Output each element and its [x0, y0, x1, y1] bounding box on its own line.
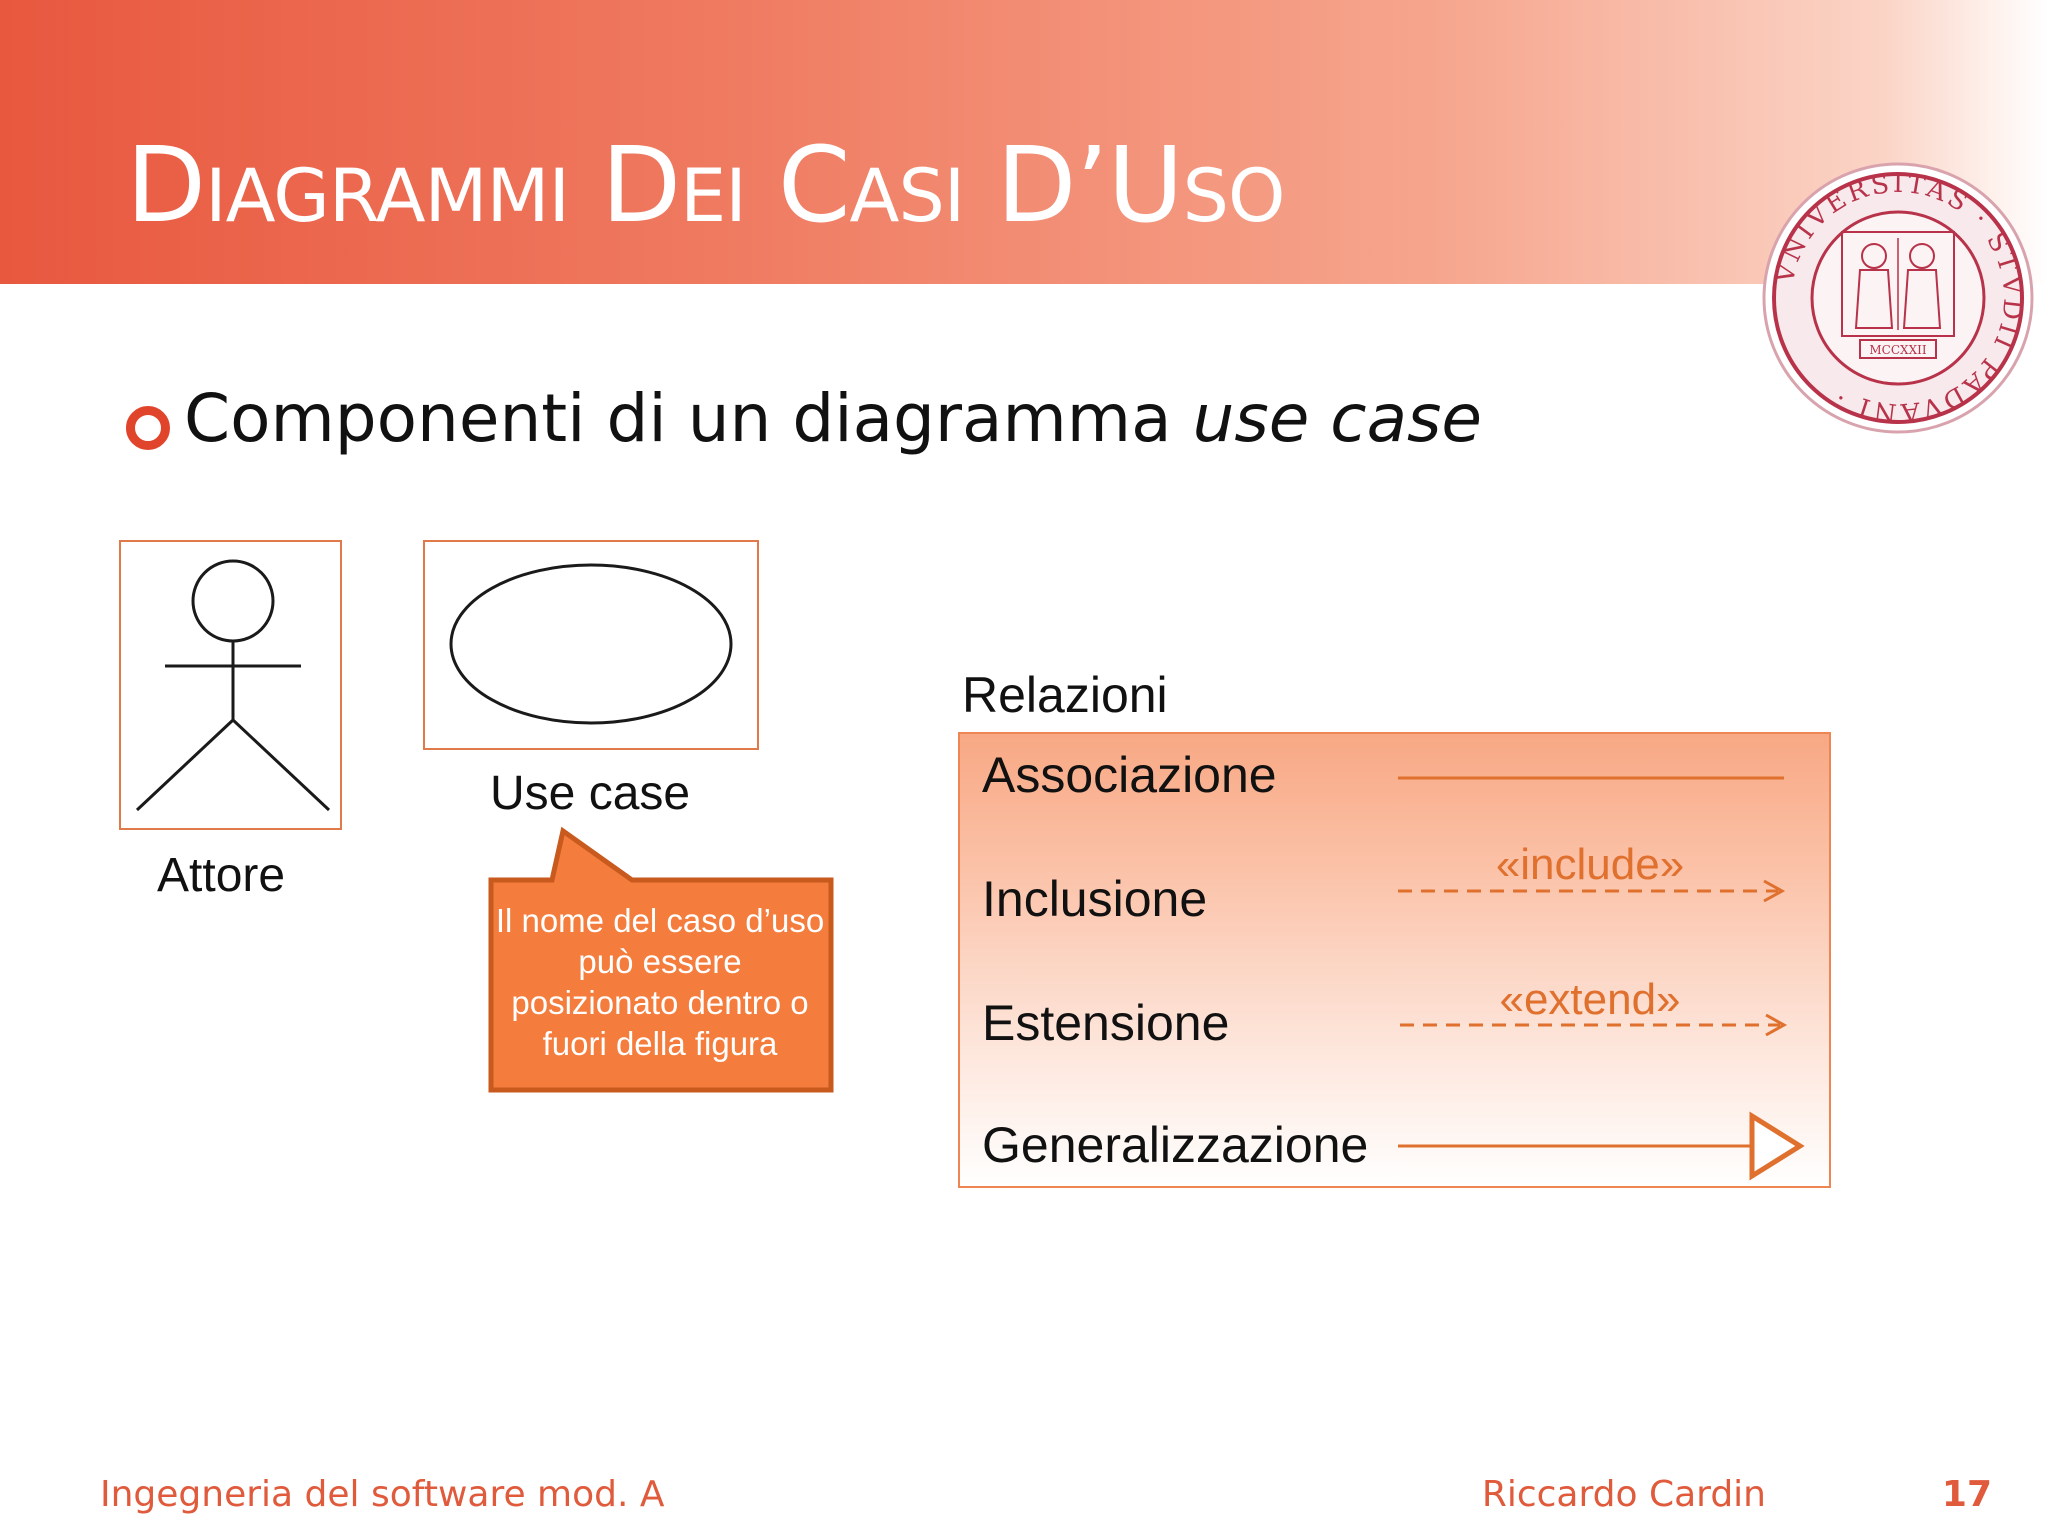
relation-label-inclusion: Inclusione — [982, 871, 1208, 927]
relation-label-generalization: Generalizzazione — [982, 1117, 1369, 1173]
relation-label-association: Associazione — [982, 747, 1277, 803]
university-seal-logo: VNIVERSITAS · STVDII PADVANI · MCCXXII — [1762, 162, 2034, 434]
ellipse-shape-icon — [449, 563, 733, 725]
relations-title: Relazioni — [962, 667, 1168, 723]
include-stereotype-label: «include» — [1495, 840, 1685, 889]
bullet-ring-icon — [126, 406, 170, 450]
bullet-text-plain: Componenti di un diagramma — [184, 380, 1193, 457]
usecase-label: Use case — [490, 767, 691, 820]
callout-text: Il nome del caso d’uso può essere posizi… — [495, 902, 825, 1062]
actor-label: Attore — [157, 849, 286, 902]
usecase-figure-box — [423, 540, 759, 750]
stick-figure-icon — [135, 559, 331, 812]
relation-label-extension: Estensione — [982, 995, 1230, 1051]
bullet-text: Componenti di un diagramma use case — [184, 374, 1482, 464]
bullet-text-italic: use case — [1192, 380, 1483, 457]
extend-stereotype-label: «extend» — [1499, 975, 1681, 1024]
footer-course: Ingegneria del software mod. A — [100, 1474, 665, 1515]
slide-title: Diagrammi Dei Casi D’Uso — [126, 124, 1285, 246]
title-band — [0, 0, 2048, 284]
svg-text:MCCXXII: MCCXXII — [1869, 343, 1926, 357]
footer-page-number: 17 — [1941, 1474, 1992, 1515]
relations-panel — [958, 732, 1831, 1188]
callout-shape — [488, 826, 834, 1093]
actor-figure-box — [119, 540, 342, 830]
footer-author: Riccardo Cardin — [1481, 1474, 1766, 1515]
